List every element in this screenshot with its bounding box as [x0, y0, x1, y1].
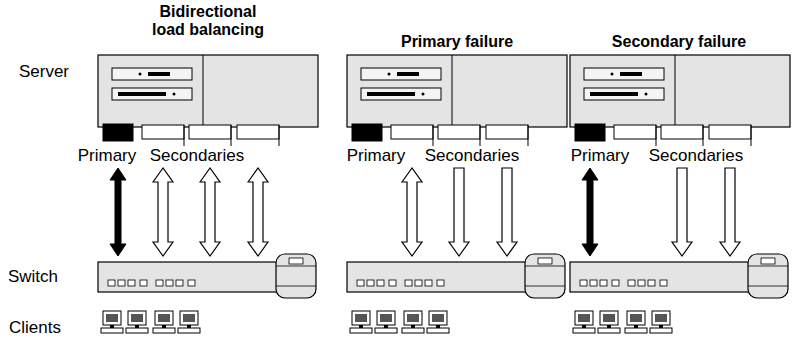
- nic-label: Primary: [347, 146, 406, 166]
- nic-label: Secondaries: [649, 146, 744, 166]
- network-switch: [98, 254, 316, 298]
- secondary-link-arrow: [672, 168, 692, 256]
- panel-heading: Primary failure: [401, 33, 513, 51]
- row-label: Server: [19, 62, 69, 82]
- server-tower: [570, 55, 790, 146]
- nic-label: Primary: [571, 146, 630, 166]
- network-switch: [347, 254, 565, 298]
- client-computers: [101, 311, 200, 333]
- secondary-link-arrow: [248, 168, 268, 256]
- panel-heading: Bidirectional load balancing: [143, 3, 273, 40]
- row-label: Switch: [8, 267, 58, 287]
- client-computers: [350, 311, 449, 333]
- primary-link-arrow: [110, 168, 126, 256]
- client-computers: [573, 311, 672, 333]
- secondary-link-arrow: [200, 168, 220, 256]
- network-switch: [570, 254, 788, 298]
- primary-link-arrow: [582, 168, 598, 256]
- panel-heading: Secondary failure: [612, 33, 746, 51]
- nic-label: Secondaries: [150, 146, 245, 166]
- secondary-link-arrow: [497, 168, 517, 256]
- row-label: Clients: [9, 318, 61, 338]
- secondary-link-arrow: [153, 168, 173, 256]
- server-tower: [98, 55, 318, 146]
- secondary-link-arrow: [402, 168, 422, 256]
- nic-label: Primary: [78, 146, 137, 166]
- secondary-link-arrow: [720, 168, 740, 256]
- server-tower: [347, 55, 567, 146]
- secondary-link-arrow: [449, 168, 469, 256]
- nic-label: Secondaries: [425, 146, 520, 166]
